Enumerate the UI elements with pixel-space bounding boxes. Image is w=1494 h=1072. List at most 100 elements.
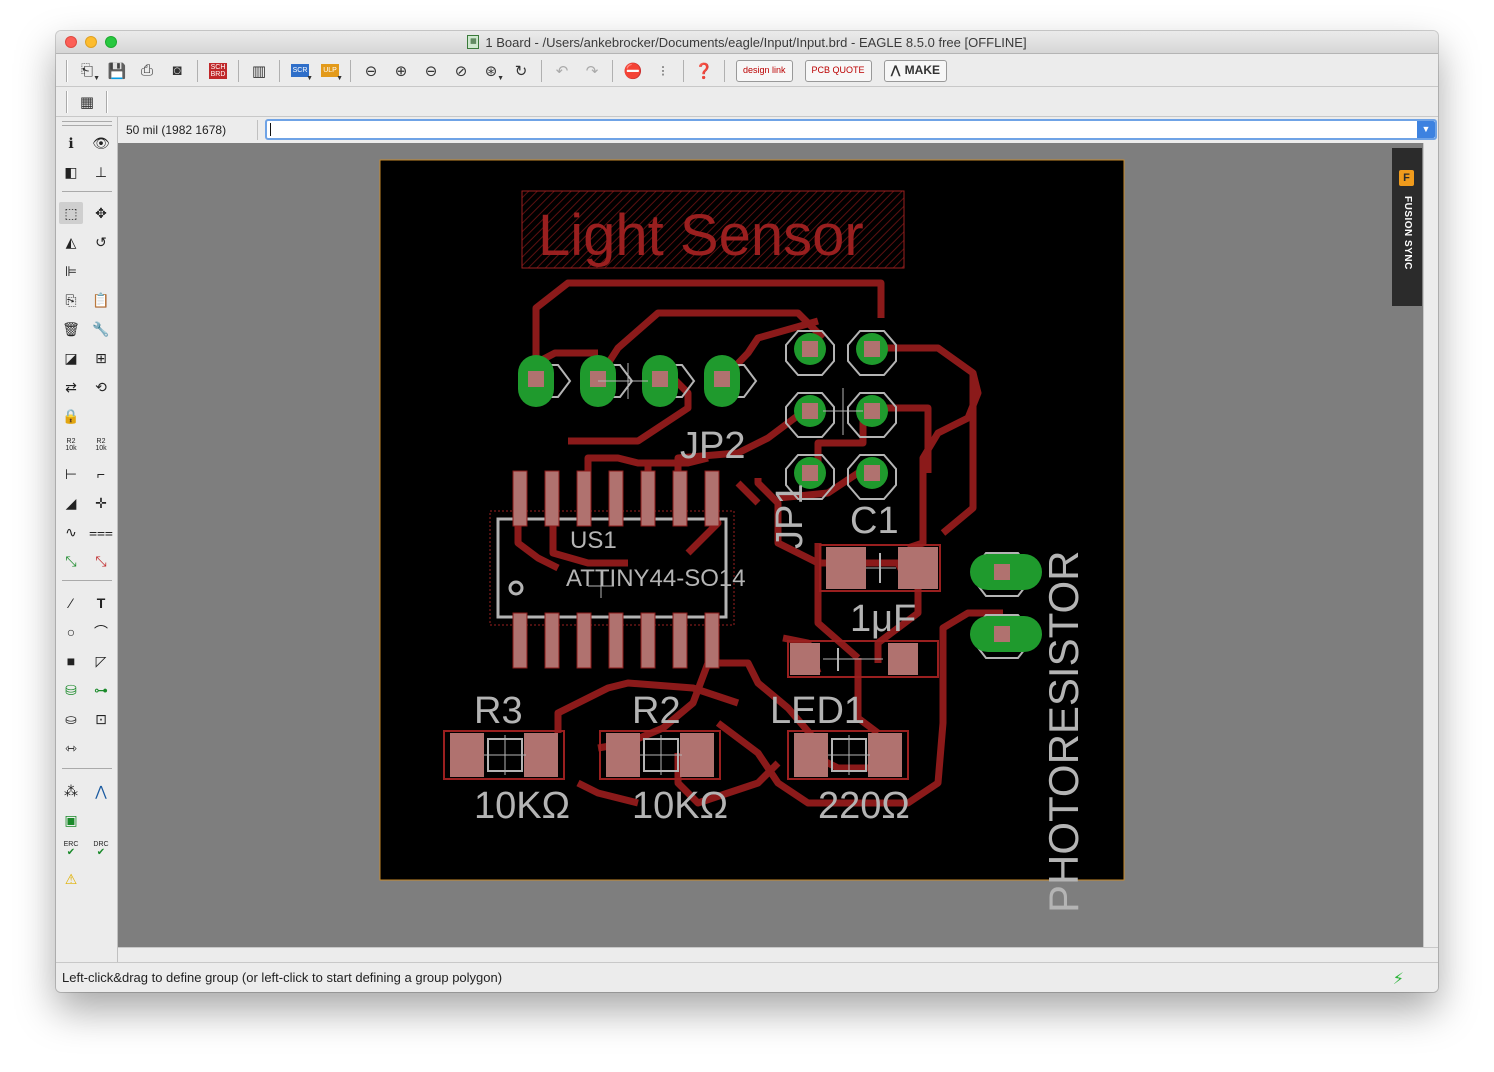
led1-resistor[interactable]	[787, 730, 909, 780]
lock-icon[interactable]: ⟲	[95, 378, 107, 395]
dimension-icon[interactable]: ⇿	[65, 739, 77, 756]
ripup-icon[interactable]: ⩶	[89, 523, 113, 540]
hole-icon[interactable]: ⛀	[65, 710, 77, 727]
stop-icon[interactable]: ⛔	[623, 62, 643, 80]
library-icon[interactable]: ▥	[251, 62, 267, 80]
help-icon[interactable]: ❓	[694, 62, 714, 80]
script-icon[interactable]: SCR▼	[285, 58, 315, 84]
slice-icon[interactable]: ✛	[95, 494, 107, 511]
text-icon[interactable]: T	[96, 595, 106, 611]
vertical-scrollbar[interactable]	[1423, 143, 1438, 947]
c1-value: 1μF	[850, 598, 916, 640]
arc-icon[interactable]: ⌒	[94, 624, 108, 640]
signal-icon[interactable]: ⊶	[94, 681, 108, 698]
rectangle-icon[interactable]: ■	[66, 653, 76, 669]
lightning-icon[interactable]: ⚡	[1392, 971, 1404, 988]
mirror-icon[interactable]: ◭	[65, 233, 77, 250]
meander-icon[interactable]: ∿	[65, 523, 77, 540]
switch-schematic-icon[interactable]: SCH BRD	[209, 62, 227, 79]
close-window-button[interactable]	[65, 36, 77, 48]
print-icon[interactable]: ⎙	[140, 62, 153, 79]
design-block-icon[interactable]: ▣	[64, 811, 78, 828]
toolbar-grip[interactable]	[66, 91, 68, 113]
delete-icon[interactable]: 🗑	[62, 320, 80, 337]
mark-icon[interactable]: ⊥	[94, 163, 108, 180]
jp2-connector[interactable]	[518, 355, 758, 407]
auto-route-icon[interactable]: ⋀	[95, 782, 107, 799]
zoom-last-icon[interactable]: ⊛▼	[484, 62, 504, 82]
move-icon[interactable]: ✥	[95, 204, 107, 221]
line-icon[interactable]: ⁄	[69, 595, 73, 611]
smash-lock-icon[interactable]: 🔒	[62, 407, 80, 424]
cam-processor-icon[interactable]: ◙	[172, 62, 182, 79]
errors-warning-icon[interactable]: ⚠	[64, 870, 78, 887]
route-icon[interactable]: ⤡	[65, 552, 77, 569]
jp1-header[interactable]	[785, 330, 897, 500]
add-part-icon[interactable]: ◪	[64, 349, 78, 366]
grid-icon[interactable]: ▦	[79, 94, 95, 111]
autorouter-icon[interactable]: ⤡	[95, 552, 107, 569]
r3-resistor[interactable]	[443, 730, 565, 780]
replace-icon[interactable]: ⊞	[95, 349, 107, 366]
r2-label: R2	[632, 690, 681, 732]
info-icon[interactable]: ℹ	[68, 134, 74, 151]
miter-icon[interactable]: ⌐	[96, 466, 106, 482]
layer-display-icon[interactable]: ◧	[64, 163, 78, 180]
photoresistor-pads[interactable]	[970, 552, 1042, 659]
design-link-button[interactable]: design link	[736, 59, 793, 82]
ratsnest-icon[interactable]: ⁂	[64, 782, 78, 799]
save-icon[interactable]: 💾	[107, 62, 127, 80]
status-bar: Left-click&drag to define group (or left…	[56, 962, 1438, 992]
fusion-icon: F	[1399, 170, 1414, 186]
optimize-icon[interactable]: ◢	[65, 494, 77, 511]
horizontal-scrollbar[interactable]	[118, 947, 1438, 961]
open-file-icon[interactable]: ⎗▼	[80, 62, 100, 82]
drc-icon[interactable]: DRC✔	[93, 841, 109, 858]
undo-icon[interactable]: ↶	[555, 62, 569, 80]
zoom-select-icon[interactable]: ⊘	[454, 62, 468, 80]
board-canvas[interactable]: Light Sensor	[118, 143, 1423, 947]
pcb-quote-button[interactable]: PCB QUOTE	[804, 59, 872, 82]
circle-icon[interactable]: ○	[66, 624, 76, 640]
attiny44-ic[interactable]	[489, 470, 735, 669]
change-icon[interactable]: 🔧	[92, 320, 110, 337]
command-history-dropdown[interactable]: ▼	[1417, 121, 1435, 138]
zoom-out-icon[interactable]: ⊖	[424, 62, 438, 80]
copy-icon[interactable]: ⎘	[65, 291, 77, 308]
toolbar-grip[interactable]	[66, 59, 68, 82]
via-icon[interactable]: ⛁	[65, 681, 77, 698]
minimize-window-button[interactable]	[85, 36, 97, 48]
swap-icon[interactable]: ⇄	[65, 378, 77, 395]
pcb-drawing[interactable]: Light Sensor	[118, 143, 1423, 947]
fusion-sync-panel[interactable]: F FUSION SYNC	[1392, 148, 1422, 306]
command-line-input[interactable]: ▼	[265, 119, 1437, 140]
zoom-fit-icon[interactable]: ⊖	[364, 62, 378, 80]
polygon-icon[interactable]: ◸	[95, 652, 107, 669]
attribute-icon[interactable]: ⊡	[95, 710, 107, 727]
main-toolbar: ⎗▼ 💾 ⎙ ◙ SCH BRD ▥ SCR▼ ULP▼ ⊖ ⊕ ⊖ ⊘ ⊛▼ …	[56, 55, 1438, 87]
rotate-icon[interactable]: ↺	[95, 233, 107, 250]
paste-icon[interactable]: 📋	[92, 291, 110, 308]
make-button[interactable]: ⋀ MAKE	[883, 59, 948, 82]
r2-resistor[interactable]	[599, 730, 721, 780]
align-icon[interactable]: ⊫	[64, 262, 78, 279]
zoom-in-icon[interactable]: ⊕	[394, 62, 408, 80]
c1-capacitor[interactable]	[819, 544, 941, 592]
go-icon[interactable]: ⁝	[660, 62, 666, 80]
show-icon[interactable]: 👁	[92, 134, 110, 151]
photoresistor-label: PHOTORESISTOR	[1040, 550, 1087, 913]
board-title: Light Sensor	[538, 203, 864, 268]
ulp-icon[interactable]: ULP▼	[315, 58, 345, 84]
maximize-window-button[interactable]	[105, 36, 117, 48]
redo-icon[interactable]: ↷	[585, 62, 599, 80]
redraw-icon[interactable]: ↻	[514, 62, 528, 80]
eagle-window: ▦ 1 Board - /Users/ankebrocker/Documents…	[56, 31, 1438, 992]
led1-part[interactable]	[787, 640, 939, 678]
split-icon[interactable]: ⊢	[64, 465, 78, 482]
us1-label: US1	[570, 527, 617, 554]
r3-value: 10KΩ	[474, 785, 570, 827]
erc-icon[interactable]: ERC✔	[63, 841, 79, 858]
group-select-icon[interactable]: ⬚	[59, 202, 83, 224]
